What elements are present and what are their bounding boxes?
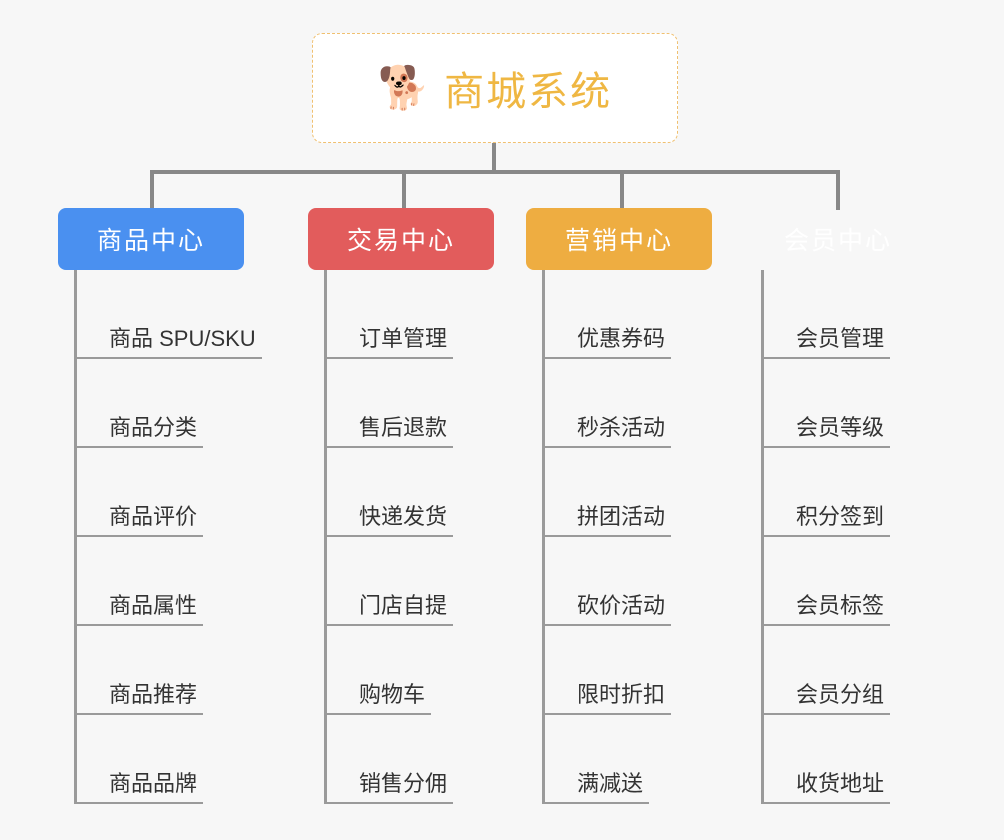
leaf-label: 会员标签 <box>764 593 891 626</box>
leaf-label: 积分签到 <box>764 504 891 537</box>
leaf-list-product-center: 商品 SPU/SKU 商品分类 商品评价 商品属性 商品推荐 商品品牌 <box>74 270 262 804</box>
column-member-center: 会员中心 会员管理 会员等级 积分签到 会员标签 会员分组 收货地址 <box>745 208 931 804</box>
category-card-member-center[interactable]: 会员中心 <box>745 208 931 270</box>
leaf-label: 门店自提 <box>327 593 454 626</box>
leaf-label: 商品属性 <box>77 593 204 626</box>
connector-drop-marketing-center <box>620 170 624 210</box>
category-card-marketing-center[interactable]: 营销中心 <box>526 208 712 270</box>
list-item[interactable]: 门店自提 <box>327 537 494 626</box>
list-item[interactable]: 会员管理 <box>764 270 931 359</box>
list-item[interactable]: 拼团活动 <box>545 448 712 537</box>
list-item[interactable]: 售后退款 <box>327 359 494 448</box>
connector-drop-trade-center <box>402 170 406 210</box>
leaf-label: 优惠券码 <box>545 326 672 359</box>
list-item[interactable]: 商品评价 <box>77 448 244 537</box>
leaf-label: 收货地址 <box>764 771 891 804</box>
list-item[interactable]: 会员分组 <box>764 626 931 715</box>
leaf-label: 商品 SPU/SKU <box>77 326 262 359</box>
list-item[interactable]: 限时折扣 <box>545 626 712 715</box>
list-item[interactable]: 商品分类 <box>77 359 244 448</box>
leaf-list-marketing-center: 优惠券码 秒杀活动 拼团活动 砍价活动 限时折扣 满减送 <box>542 270 712 804</box>
leaf-label: 商品推荐 <box>77 682 204 715</box>
leaf-label: 会员管理 <box>764 326 891 359</box>
list-item[interactable]: 商品品牌 <box>77 715 244 804</box>
list-item[interactable]: 积分签到 <box>764 448 931 537</box>
leaf-label: 砍价活动 <box>545 593 672 626</box>
connector-horizontal-bar <box>150 170 840 174</box>
leaf-list-trade-center: 订单管理 售后退款 快递发货 门店自提 购物车 销售分佣 <box>324 270 494 804</box>
connector-drop-member-center <box>836 170 840 210</box>
root-node-mall-system[interactable]: 🐕 商城系统 <box>312 33 678 143</box>
leaf-label: 限时折扣 <box>545 682 672 715</box>
leaf-label: 商品评价 <box>77 504 204 537</box>
category-label: 商品中心 <box>96 227 205 255</box>
column-trade-center: 交易中心 订单管理 售后退款 快递发货 门店自提 购物车 销售分佣 <box>308 208 494 804</box>
leaf-label: 秒杀活动 <box>545 415 672 448</box>
leaf-label: 购物车 <box>327 682 432 715</box>
list-item[interactable]: 收货地址 <box>764 715 931 804</box>
category-label: 营销中心 <box>564 227 673 255</box>
list-item[interactable]: 会员等级 <box>764 359 931 448</box>
list-item[interactable]: 商品 SPU/SKU <box>77 270 262 359</box>
list-item[interactable]: 会员标签 <box>764 537 931 626</box>
category-card-trade-center[interactable]: 交易中心 <box>308 208 494 270</box>
list-item[interactable]: 砍价活动 <box>545 537 712 626</box>
root-node-title: 商城系统 <box>444 70 613 114</box>
list-item[interactable]: 购物车 <box>327 626 494 715</box>
category-label: 交易中心 <box>346 227 455 255</box>
list-item[interactable]: 优惠券码 <box>545 270 712 359</box>
connector-root-stem <box>492 143 496 172</box>
leaf-label: 销售分佣 <box>327 771 454 804</box>
category-label: 会员中心 <box>783 227 892 255</box>
list-item[interactable]: 订单管理 <box>327 270 494 359</box>
list-item[interactable]: 满减送 <box>545 715 712 804</box>
leaf-label: 会员等级 <box>764 415 891 448</box>
leaf-list-member-center: 会员管理 会员等级 积分签到 会员标签 会员分组 收货地址 <box>761 270 931 804</box>
column-marketing-center: 营销中心 优惠券码 秒杀活动 拼团活动 砍价活动 限时折扣 满减送 <box>526 208 712 804</box>
list-item[interactable]: 快递发货 <box>327 448 494 537</box>
leaf-label: 商品品牌 <box>77 771 204 804</box>
leaf-label: 拼团活动 <box>545 504 672 537</box>
list-item[interactable]: 商品属性 <box>77 537 244 626</box>
leaf-label: 会员分组 <box>764 682 891 715</box>
column-product-center: 商品中心 商品 SPU/SKU 商品分类 商品评价 商品属性 商品推荐 商品品牌 <box>58 208 262 804</box>
leaf-label: 售后退款 <box>327 415 454 448</box>
leaf-label: 商品分类 <box>77 415 204 448</box>
list-item[interactable]: 商品推荐 <box>77 626 244 715</box>
leaf-label: 快递发货 <box>327 504 454 537</box>
leaf-label: 满减送 <box>545 771 650 804</box>
list-item[interactable]: 秒杀活动 <box>545 359 712 448</box>
shiba-dog-face-icon: 🐕 <box>377 64 431 111</box>
leaf-label: 订单管理 <box>327 326 454 359</box>
category-card-product-center[interactable]: 商品中心 <box>58 208 244 270</box>
connector-drop-product-center <box>150 170 154 210</box>
list-item[interactable]: 销售分佣 <box>327 715 494 804</box>
